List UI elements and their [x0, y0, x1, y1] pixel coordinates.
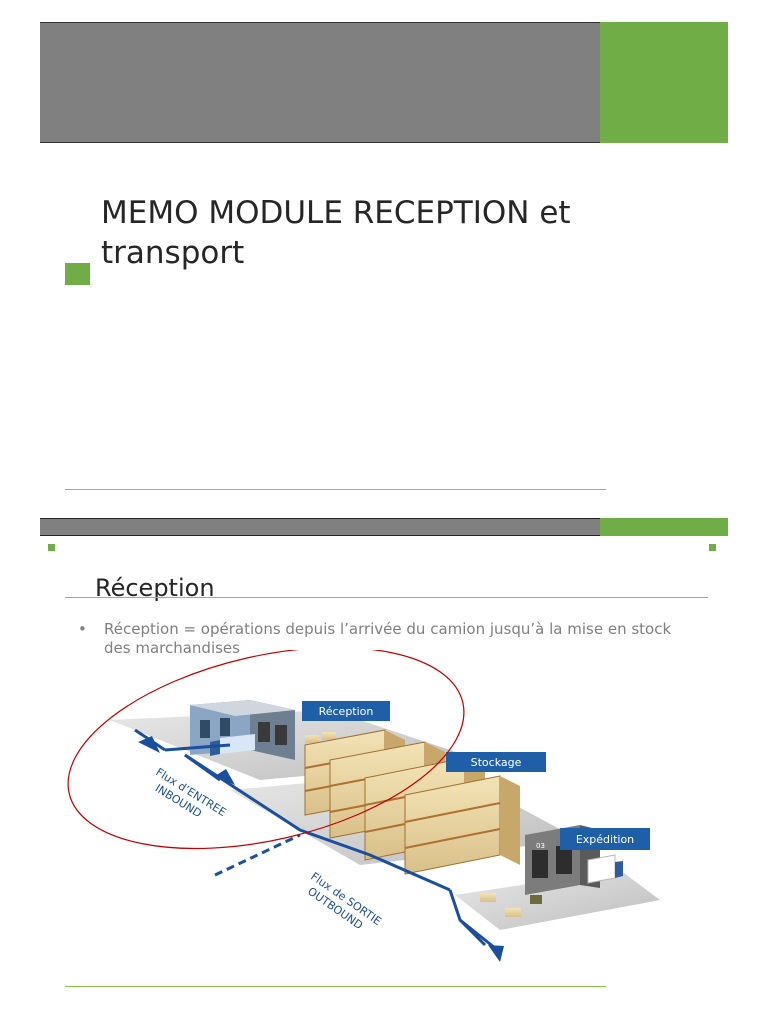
- storage-racks: [305, 730, 520, 874]
- outbound-flow-label: Flux de SORTIE OUTBOUND: [300, 870, 384, 940]
- slide1-header-accent: [600, 22, 728, 143]
- slide1-title-line2: transport: [101, 235, 244, 271]
- warehouse-flow-diagram: 03 04 Flux d’ENTREE INBOUND Flux de SORT…: [60, 650, 700, 980]
- slide1-footer-line: [65, 489, 606, 490]
- slide2-left-marker: [48, 544, 55, 551]
- slide1-title-marker: [65, 263, 90, 285]
- slide1-title-line1: MEMO MODULE RECEPTION et: [101, 195, 571, 231]
- slide2-header-bar: [40, 518, 600, 536]
- expedition-label-text: Expédition: [576, 833, 634, 846]
- slide1-title: MEMO MODULE RECEPTION et transport: [101, 193, 661, 273]
- slide2-header-accent: [600, 518, 728, 536]
- slide2-footer-line: [65, 986, 606, 987]
- outbound-arrowhead-1: [488, 945, 504, 962]
- slide2-title-underline: [65, 597, 708, 598]
- reception-label-text: Réception: [319, 705, 374, 718]
- bullet-marker: •: [78, 620, 87, 639]
- stockage-label: Stockage: [446, 752, 546, 772]
- reception-label: Réception: [302, 701, 390, 721]
- stockage-label-text: Stockage: [471, 756, 522, 769]
- dock-03-label: 03: [536, 842, 545, 850]
- slide1-header-bar: [40, 22, 600, 143]
- expedition-label: Expédition: [560, 828, 650, 850]
- outbound-dashed-line: [215, 835, 300, 875]
- slide2-right-marker: [709, 544, 716, 551]
